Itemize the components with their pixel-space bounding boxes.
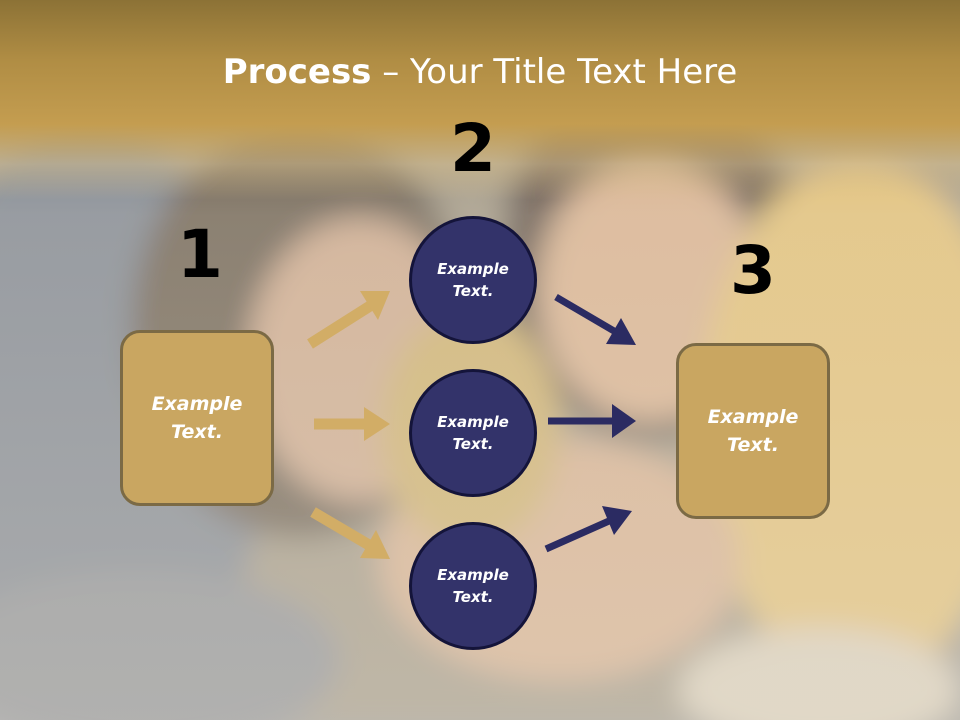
circle-middle: Example Text.: [409, 369, 537, 497]
step-1-box: Example Text.: [120, 330, 274, 506]
title-rest-text: – Your Title Text Here: [371, 52, 738, 92]
step-1-text-line2: Text.: [171, 421, 223, 443]
circle-top-line2: Text.: [452, 282, 494, 300]
slide-title: Process – Your Title Text Here: [0, 52, 960, 92]
step-1-text-line1: Example: [151, 392, 243, 415]
step-number-3: 3: [730, 232, 776, 309]
step-3-box: Example Text.: [676, 343, 830, 519]
arrow-navy-right: [548, 404, 636, 438]
circle-middle-line2: Text.: [452, 435, 494, 453]
title-bold-text: Process: [222, 52, 372, 92]
arrow-gold-down: [310, 507, 390, 559]
step-number-1: 1: [177, 216, 223, 293]
title-band: [0, 0, 960, 200]
step-3-text-line1: Example: [707, 405, 799, 428]
circle-bottom-line1: Example: [437, 565, 509, 584]
circle-top-line1: Example: [437, 259, 509, 278]
arrow-gold-right: [314, 407, 390, 441]
arrow-navy-up: [544, 506, 632, 553]
circle-bottom-line2: Text.: [452, 588, 494, 606]
circle-bottom: Example Text.: [409, 522, 537, 650]
circle-top: Example Text.: [409, 216, 537, 344]
arrow-gold-up: [307, 291, 390, 349]
circle-middle-line1: Example: [437, 412, 509, 431]
step-3-text-line2: Text.: [727, 434, 779, 456]
arrow-navy-down: [554, 293, 636, 345]
step-number-2: 2: [450, 110, 496, 187]
